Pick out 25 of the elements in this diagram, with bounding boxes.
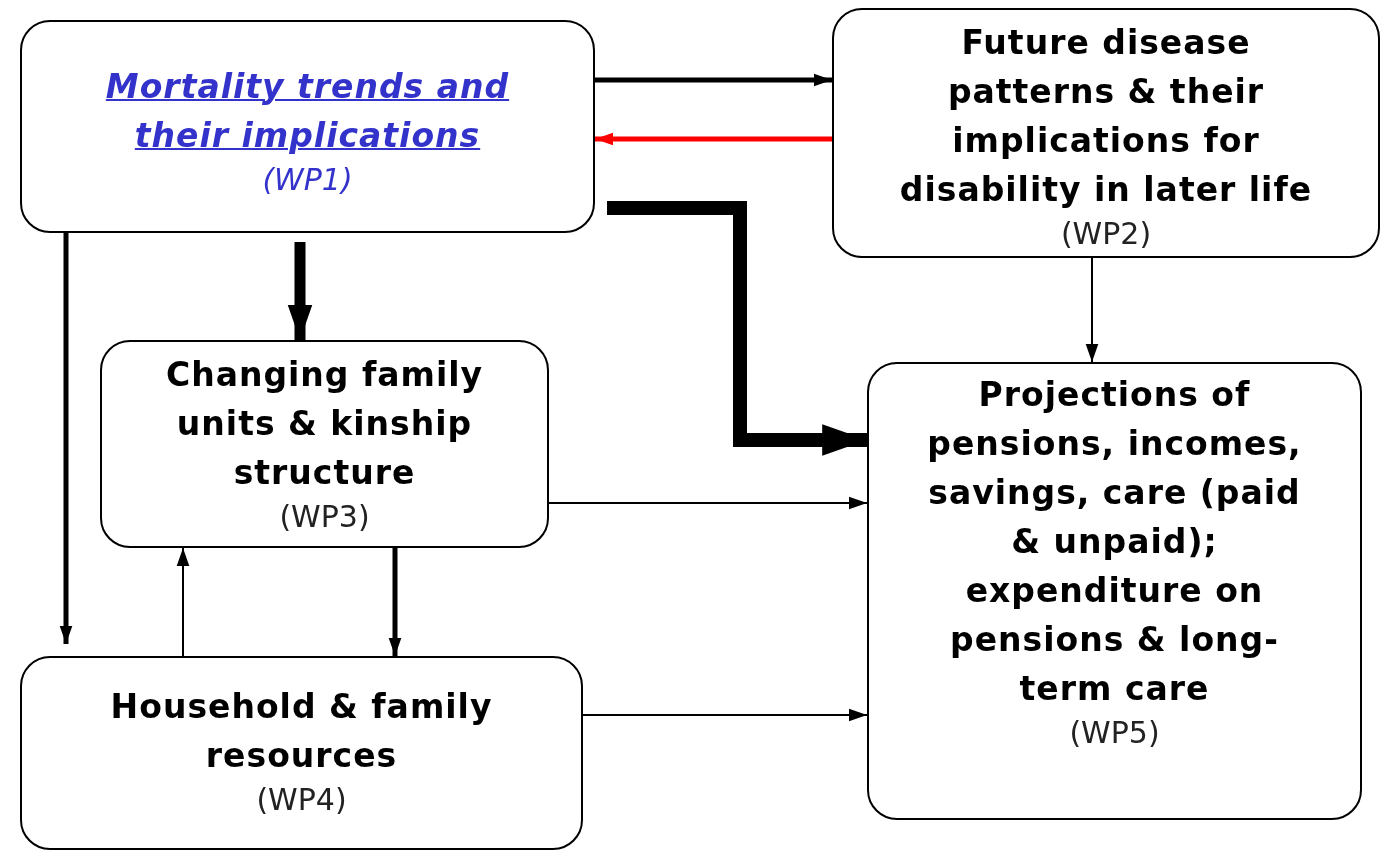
process-box xyxy=(867,362,1362,820)
process-box xyxy=(100,340,549,548)
arrow xyxy=(59,233,73,644)
box-title: Mortality trends and their implications xyxy=(104,66,511,157)
box-title: Future disease patterns & their implications for disability in later life xyxy=(898,22,1314,211)
work-package-label: (WP1) xyxy=(262,161,353,199)
work-package-label: (WP2) xyxy=(1060,215,1152,253)
work-package-label: (WP5) xyxy=(1069,714,1160,752)
arrow xyxy=(582,708,868,722)
arrow xyxy=(287,242,313,340)
box-title: Projections of pensions, incomes, savings, care (paid & unpaid); expenditure on pensions & long-term care xyxy=(926,374,1303,710)
box-title: Changing family units & kinship structure xyxy=(164,354,485,494)
arrow xyxy=(595,132,832,146)
arrow xyxy=(388,548,402,656)
arrow xyxy=(548,496,868,510)
box-title: Household & family resources xyxy=(109,686,494,777)
arrow xyxy=(176,547,190,657)
work-package-label: (WP4) xyxy=(256,781,347,819)
arrow xyxy=(607,201,867,456)
arrow xyxy=(595,73,832,87)
process-box xyxy=(20,656,583,850)
process-box xyxy=(20,20,595,233)
process-box xyxy=(832,8,1380,258)
arrow xyxy=(1085,257,1099,363)
work-package-label: (WP3) xyxy=(279,498,370,536)
